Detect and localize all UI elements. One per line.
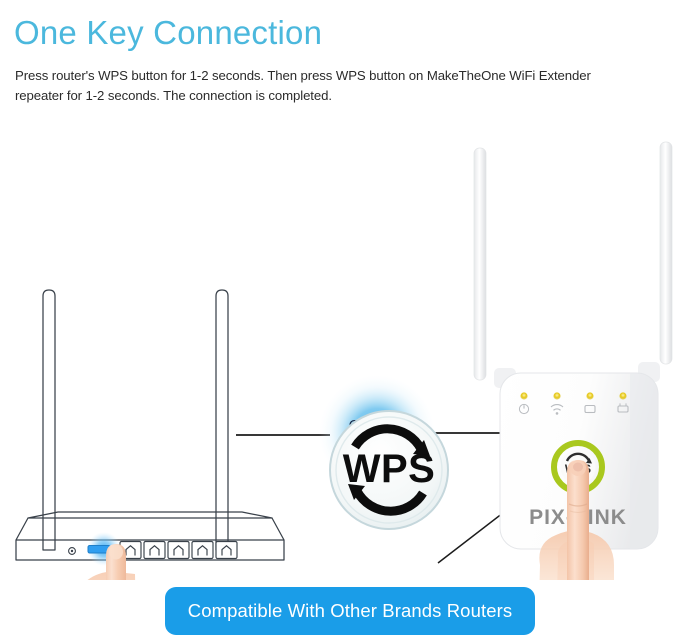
router-power-jack [68, 547, 76, 555]
ethernet-port [191, 540, 214, 560]
extender-antenna-left [473, 147, 487, 381]
wifi-led [550, 392, 564, 415]
router-ethernet-ports [119, 540, 238, 560]
right-pointing-hand [539, 460, 614, 580]
ethernet-port [167, 540, 190, 560]
compatible-brands-button[interactable]: Compatible With Other Brands Routers [165, 587, 535, 635]
router-illustration [15, 289, 285, 561]
ethernet-led [617, 392, 629, 413]
router-antenna-right [215, 289, 229, 551]
ethernet-port [215, 540, 238, 560]
router-front-controls [68, 532, 238, 566]
left-pointing-hand [87, 544, 136, 580]
connection-diagram: One Key Connection WPS [0, 120, 680, 580]
power-led [518, 392, 530, 415]
extender-antenna-right [659, 141, 673, 365]
router-left-edge [15, 517, 29, 541]
wps-arrow-bottom [348, 484, 427, 516]
router-antenna-left [42, 289, 56, 551]
signal-led [584, 392, 596, 414]
ethernet-port [143, 540, 166, 560]
wps-arrow-top [351, 424, 430, 456]
wps-badge: WPS [329, 410, 449, 530]
router-right-edge [271, 517, 285, 541]
extender-led-row [518, 392, 629, 415]
page-title: One Key Connection [14, 14, 323, 51]
wps-badge-label: WPS [343, 447, 436, 491]
page-description: Press router's WPS button for 1-2 second… [15, 68, 591, 104]
router-top-plate [27, 511, 273, 519]
router-front-face [15, 539, 285, 561]
